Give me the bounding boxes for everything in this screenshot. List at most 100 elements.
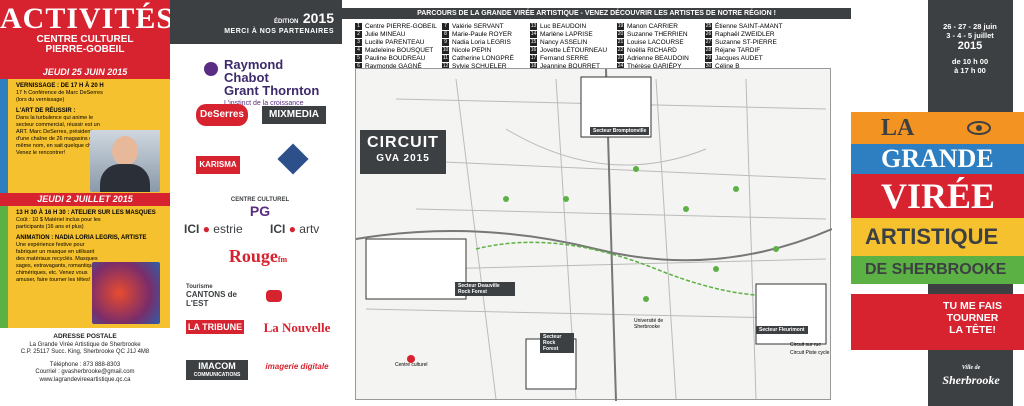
legend-number: 21 [617,39,624,46]
eye-icon [967,121,991,135]
activities-header: ACTIVITÉS CENTRE CULTUREL PIERRE-GOBEIL [0,0,175,66]
ici-estrie-logo: ICI ● estrie [184,222,243,236]
sector-deauville: Secteur Deauville Rock Forest [455,282,515,296]
slogan: TU ME FAIS TOURNER LA TÊTE! [851,294,1024,350]
legend-number: 16 [530,47,537,54]
legend-artist: Pauline BOUDREAU [365,55,426,63]
date-band-2: JEUDI 2 JUILLET 2015 [0,193,170,206]
legend-number: 25 [705,23,712,30]
map-streets [355,68,833,402]
legend-artist: Sylvie SCHUELER [452,63,507,71]
legend-number: 22 [617,47,624,54]
legend-number: 30 [705,63,712,70]
route-map [355,68,833,402]
legend-number: 14 [530,31,537,38]
legend-number: 10 [442,47,449,54]
dates-june: 26 - 27 - 28 juin [943,22,997,31]
mixmedia-logo: MIXMEDIA [262,106,326,124]
legend-artist: Adrienne BEAUDOIN [627,55,689,63]
email[interactable]: Courriel : gvasherbrooke@gmail.com [35,369,135,375]
legend-number: 7 [442,23,449,30]
legend-number: 2 [355,31,362,38]
partners-header: ÉDITION 2015 MERCI À NOS PARTENAIRES [170,0,342,44]
legend-artist: Étienne SAINT-AMANT [715,23,783,31]
legend-number: 17 [530,55,537,62]
legend-number: 6 [355,63,362,70]
legend-bike: Circuit Piste cycle [790,350,830,356]
la-tribune-logo: LA TRIBUNE [186,320,244,334]
deserres-logo: DeSerres [196,104,248,126]
legend-artist: Céline B [715,63,740,71]
activity-1-text-2: Dans la turbulence qui anime le secteur … [16,115,102,156]
legend-artist: Réjane TARDIF [715,47,761,55]
activities-subtitle-1: CENTRE CULTUREL [36,34,134,45]
mask-photo [92,262,160,324]
legend-number: 13 [530,23,537,30]
legend-artist: Nancy ASSELIN [540,39,588,47]
legend-artist: Louise LACOURSE [627,39,684,47]
edition-label: ÉDITION [274,19,299,25]
legend-artist: Noëlla RICHARD [627,47,677,55]
legend-number: 8 [442,31,449,38]
legend-artist: Marie-Paule ROYER [452,31,512,39]
title-artistique: ARTISTIQUE [851,218,1024,256]
dates-july: 3 - 4 - 5 juillet [946,31,994,40]
legend-number: 29 [705,55,712,62]
date-band-1: JEUDI 25 JUIN 2015 [0,66,170,79]
time-end: à 17 h 00 [954,66,986,75]
legend-artist: Fernand SERRE [540,55,589,63]
ville-sherbrooke-logo: Ville de Sherbrooke [942,365,1000,387]
sector-fleurimont: Secteur Fleurimont [756,326,808,334]
karisma-logo: KARISMA [196,156,240,174]
phone: Téléphone : 873 888-8303 [49,361,121,368]
map-header: PARCOURS DE LA GRANDE VIRÉE ARTISTIQUE -… [342,8,851,19]
website[interactable]: www.lagrandevireeartistique.qc.ca [39,376,131,383]
legend-street: Circuit sur rue [790,342,822,348]
activity-1-text: 17 h Conférence de Marc DeSerres (lors d… [16,90,103,103]
activity-1-heading-2: L'ART DE RÉUSSIR : [16,108,76,114]
legend-artist: Nadia Loria LEGRIS [452,39,511,47]
activity-2-heading: 13 H 30 À 16 H 30 : ATELIER SUR LES MASQ… [16,210,156,216]
legend-number: 20 [617,31,624,38]
edition-year: 2015 [302,10,334,26]
legend-number: 23 [617,55,624,62]
legend-number: 3 [355,39,362,46]
legend-number: 24 [617,63,624,70]
address-title: ADRESSE POSTALE [53,333,117,340]
legend-artist: Raymonde GAGNÉ [365,63,422,71]
legend-artist: Centre PIERRE-GOBEIL [365,23,437,31]
partners-panel [170,0,342,406]
legend-number: 26 [705,31,712,38]
legend-artist: Suzanne THERRIEN [627,31,688,39]
legend-number: 4 [355,47,362,54]
university-label: Université de Sherbrooke [634,318,664,330]
imagerie-logo: imagerie digitale [265,362,329,371]
legend-artist: Catherine LONGPRÉ [452,55,514,63]
activities-title: ACTIVITÉS [0,2,175,35]
ici-artv-logo: ICI ● artv [270,222,320,236]
legend-artist: Manon CARRIER [627,23,678,31]
